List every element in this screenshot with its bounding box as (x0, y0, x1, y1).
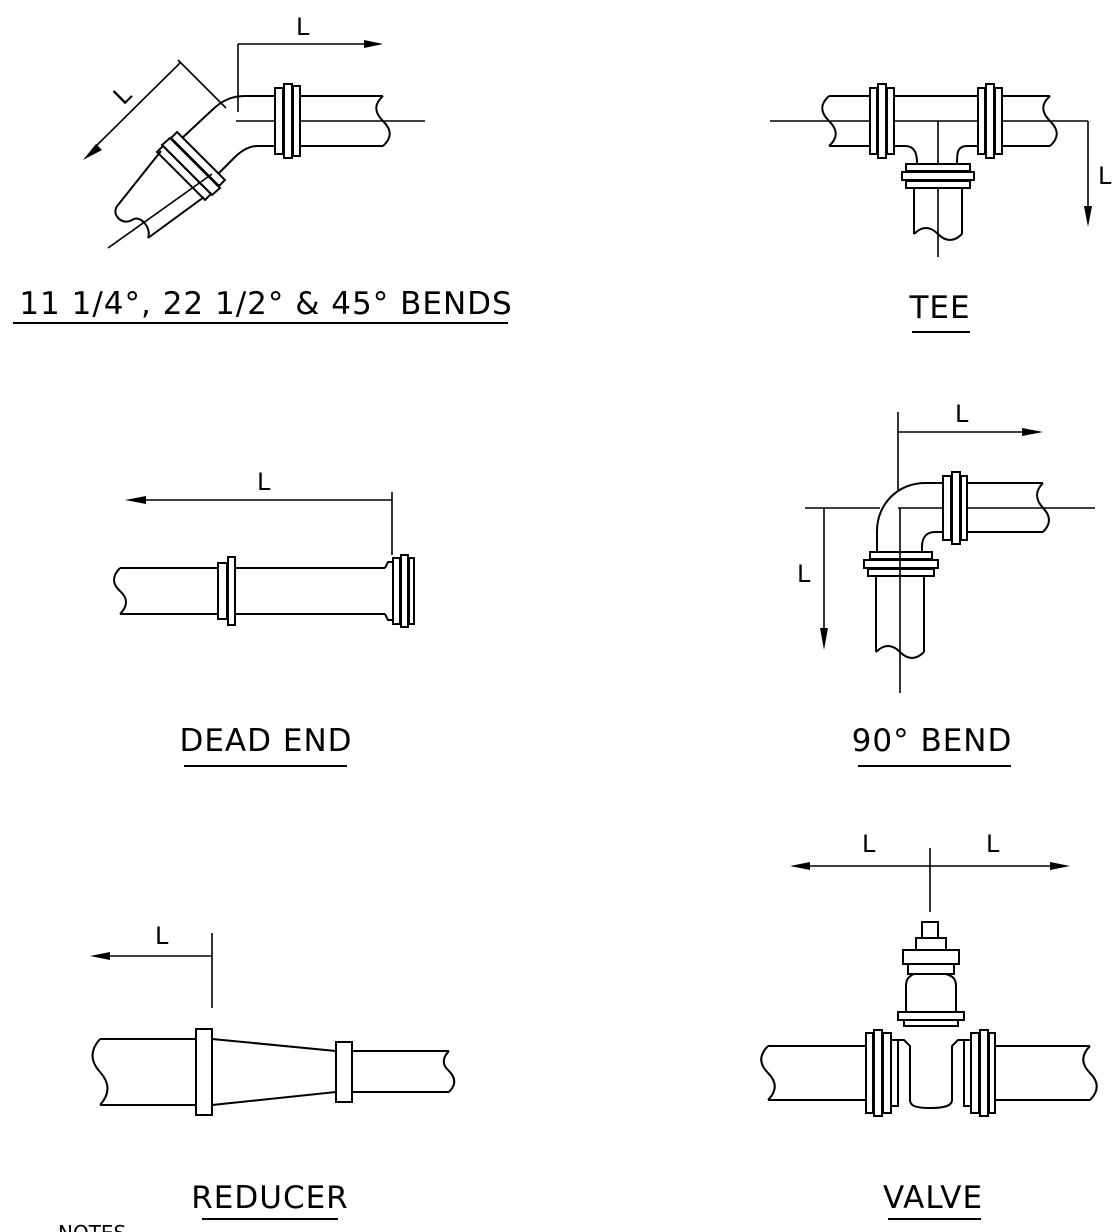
reducer-drawing: L REDUCER (90, 922, 454, 1219)
tee-drawing: L TEE (770, 84, 1112, 332)
bends-title: 11 1/4°, 22 1/2° & 45° BENDS (19, 286, 512, 322)
bends-dimension-label-horizontal: L (296, 13, 310, 41)
dead-end-title: DEAD END (179, 723, 352, 759)
bend-90-dimension-label-horizontal: L (955, 400, 969, 428)
valve-drawing: L L VALVE (761, 830, 1097, 1219)
reducer-title: REDUCER (191, 1180, 348, 1216)
tee-title: TEE (908, 290, 970, 326)
valve-dimension-label-right: L (986, 830, 1000, 858)
reducer-dimension-label: L (155, 922, 169, 950)
dead-end-drawing: L DEAD END (114, 468, 414, 766)
bends-drawing: L L 11 1/4°, 22 1/2° & 45° BENDS (13, 13, 512, 323)
tee-dimension-label: L (1098, 162, 1112, 190)
notes-label: NOTES (58, 1221, 126, 1232)
bends-dimension-label-diagonal: L (108, 80, 138, 110)
valve-title: VALVE (883, 1180, 983, 1216)
dead-end-dimension-label: L (257, 468, 271, 496)
valve-dimension-label-left: L (862, 830, 876, 858)
bend-90-dimension-label-vertical: L (797, 560, 811, 588)
bend-90-title: 90° BEND (852, 723, 1013, 759)
bend-90-drawing: L L 90° BEND (797, 400, 1095, 766)
